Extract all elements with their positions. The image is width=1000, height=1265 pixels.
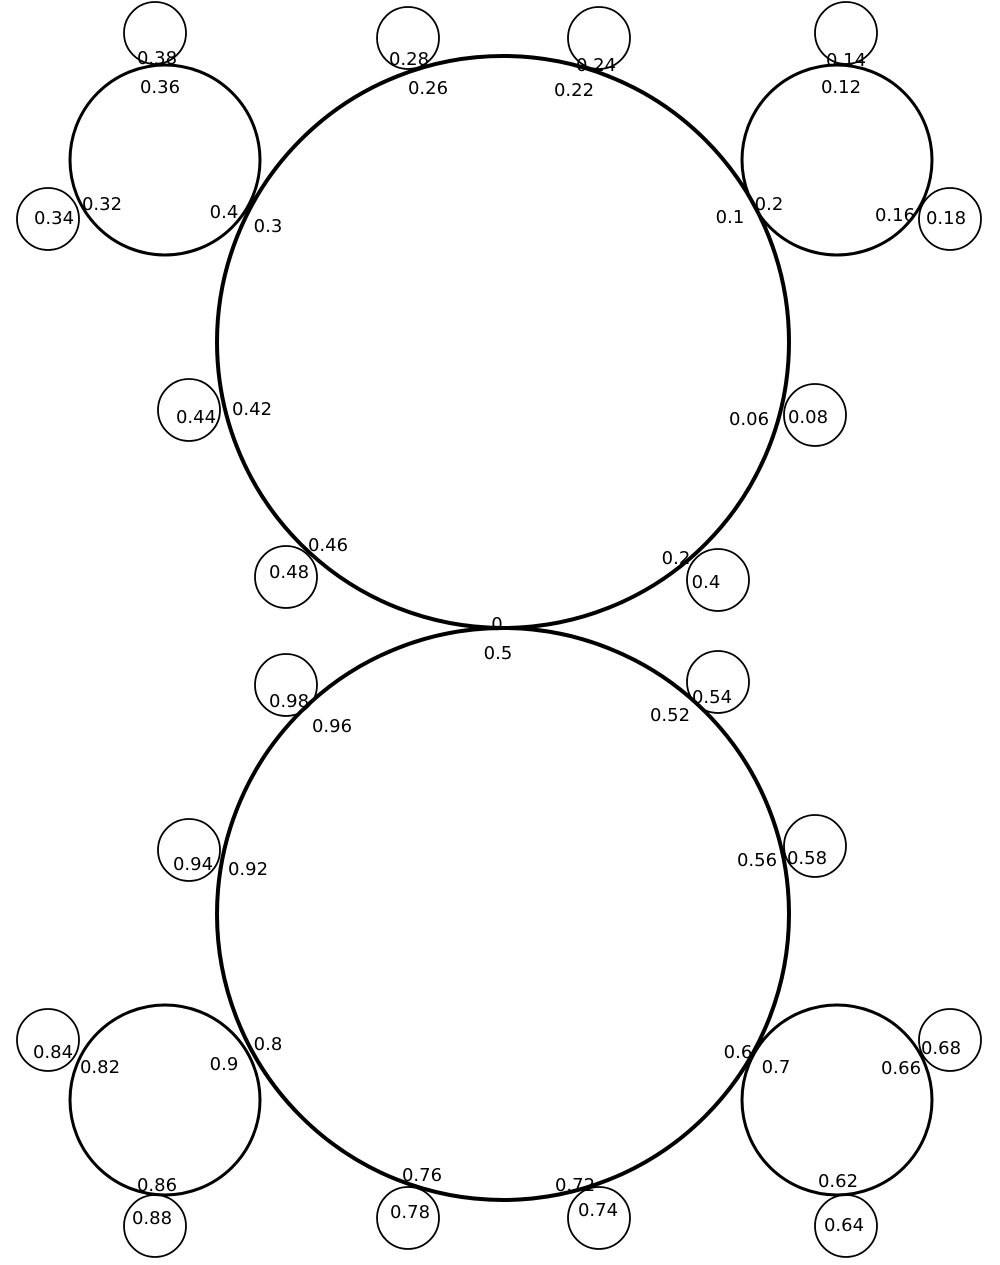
value-label: 0.16 [875,205,915,226]
small-circle-034 [16,187,80,251]
value-label: 0.98 [269,691,309,712]
small-circle-014 [814,1,878,65]
value-label: 0.06 [729,409,769,430]
value-label: 0.32 [82,194,122,215]
value-label: 0.24 [576,55,616,76]
value-label: 0.42 [232,399,272,420]
value-label: 0.74 [578,1200,618,1221]
small-circle-044 [157,378,221,442]
value-label: 0.48 [269,562,309,583]
value-label: 0.82 [80,1057,120,1078]
value-label: 0.2 [755,194,784,215]
value-label: 0 [491,614,502,635]
small-circle-084 [16,1008,80,1072]
value-label: 0.4 [692,572,721,593]
value-label: 0.14 [826,50,866,71]
small-circle-074 [567,1186,631,1250]
upper-left-medium-circle [68,63,262,257]
value-label: 0.66 [881,1058,921,1079]
value-label: 0.2 [662,548,691,569]
value-label: 0.88 [132,1208,172,1229]
small-circle-038 [123,1,187,65]
value-label: 0.54 [692,687,732,708]
value-label: 0.62 [818,1171,858,1192]
value-label: 0.44 [176,407,216,428]
value-label: 0.18 [926,208,966,229]
value-label: 0.94 [173,854,213,875]
value-label: 0.56 [737,850,777,871]
value-label: 0.64 [824,1215,864,1236]
lower-left-medium-circle [68,1003,262,1197]
value-label: 0.7 [762,1057,791,1078]
value-label: 0.26 [408,78,448,99]
upper-right-medium-circle [740,63,934,257]
small-circle-078 [376,1186,440,1250]
value-label: 0.08 [788,407,828,428]
circles-layer [16,1,982,1258]
value-label: 0.84 [33,1042,73,1063]
small-circle-098 [254,653,318,717]
upper-main-circle [215,54,791,630]
value-label: 0.3 [254,216,283,237]
small-circle-094 [157,818,221,882]
small-circle-088 [123,1194,187,1258]
value-label: 0.76 [402,1165,442,1186]
value-label: 0.22 [554,80,594,101]
small-circle-048 [254,545,318,609]
labels-layer: 0.38 0.36 0.28 0.26 0.24 0.22 0.14 0.12 0.34 0.32… [33,48,966,1236]
lower-right-medium-circle [740,1003,934,1197]
value-label: 0.12 [821,77,861,98]
value-label: 0.96 [312,716,352,737]
value-label: 0.52 [650,705,690,726]
small-circle-018 [918,187,982,251]
value-label: 0.8 [254,1034,283,1055]
small-circle-068 [918,1008,982,1072]
value-label: 0.5 [484,643,513,664]
small-circle-024 [567,6,631,70]
value-label: 0.36 [140,77,180,98]
small-circle-058 [783,814,847,878]
value-label: 0.28 [389,49,429,70]
value-label: 0.6 [724,1042,753,1063]
value-label: 0.72 [555,1175,595,1196]
value-label: 0.68 [921,1038,961,1059]
small-circle-054 [686,650,750,714]
value-label: 0.34 [34,208,74,229]
value-label: 0.38 [137,48,177,69]
value-label: 0.86 [137,1175,177,1196]
value-label: 0.9 [210,1054,239,1075]
value-label: 0.78 [390,1202,430,1223]
value-label: 0.92 [228,859,268,880]
small-circle-028 [376,6,440,70]
value-label: 0.4 [210,202,239,223]
small-circle-064 [814,1194,878,1258]
small-circle-04 [686,548,750,612]
value-label: 0.58 [787,848,827,869]
small-circle-008 [783,383,847,447]
value-label: 0.1 [716,207,745,228]
lower-main-circle [215,626,791,1202]
value-label: 0.46 [308,535,348,556]
